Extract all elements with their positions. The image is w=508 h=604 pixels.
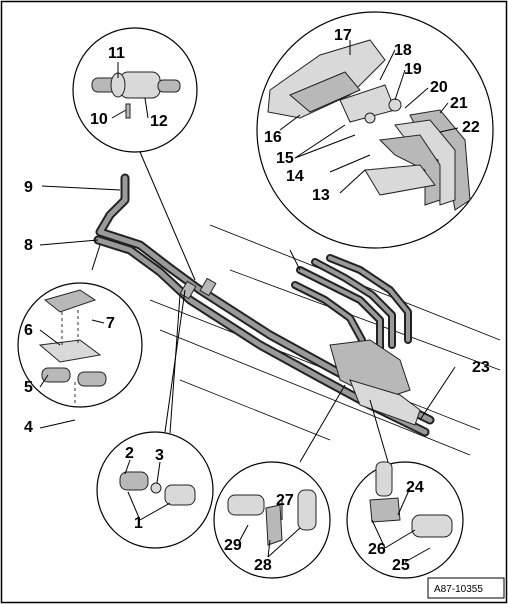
callout-18: 18 [394,42,412,59]
callout-leaders [39,40,459,563]
reference-code: A87-10355 [434,584,483,595]
callout-10: 10 [90,111,108,128]
main-exhaust-pipe [93,173,435,437]
callout-13: 13 [312,187,330,204]
callout-22: 22 [462,119,480,136]
callout-16: 16 [264,129,282,146]
callout-2: 2 [125,445,134,462]
detail-bubble-clamp-3 [346,399,464,579]
callout-19: 19 [404,61,422,78]
callout-23: 23 [472,359,490,376]
callout-28: 28 [254,557,272,574]
detail-bubble-rear-clamp [72,27,198,281]
callout-7: 7 [106,315,115,332]
callout-20: 20 [430,79,448,96]
callout-15: 15 [276,150,294,167]
callout-1: 1 [134,515,143,532]
callout-8: 8 [24,237,33,254]
callout-9: 9 [24,179,33,196]
detail-bubble-clamp-1 [96,289,214,549]
callout-24: 24 [406,479,424,496]
callout-labels: 1 2 3 4 5 6 7 8 9 10 11 12 13 14 15 16 1… [24,27,490,574]
reference-code-box: A87-10355 [427,577,505,599]
callout-27: 27 [276,492,294,509]
callout-5: 5 [24,379,33,396]
callout-29: 29 [224,537,242,554]
callout-12: 12 [150,113,168,130]
callout-4: 4 [24,419,33,436]
callout-25: 25 [392,557,410,574]
callout-11: 11 [108,45,125,62]
detail-bubble-front-bracket [17,244,143,408]
callout-3: 3 [155,447,164,464]
detail-bubble-manifold [256,11,494,271]
callout-14: 14 [286,168,304,185]
callout-17: 17 [334,27,352,44]
underbody-reference-lines [149,224,501,456]
callout-21: 21 [450,95,468,112]
callout-6: 6 [24,322,33,339]
detail-bubble-clamp-2 [213,384,346,579]
callout-26: 26 [368,541,386,558]
